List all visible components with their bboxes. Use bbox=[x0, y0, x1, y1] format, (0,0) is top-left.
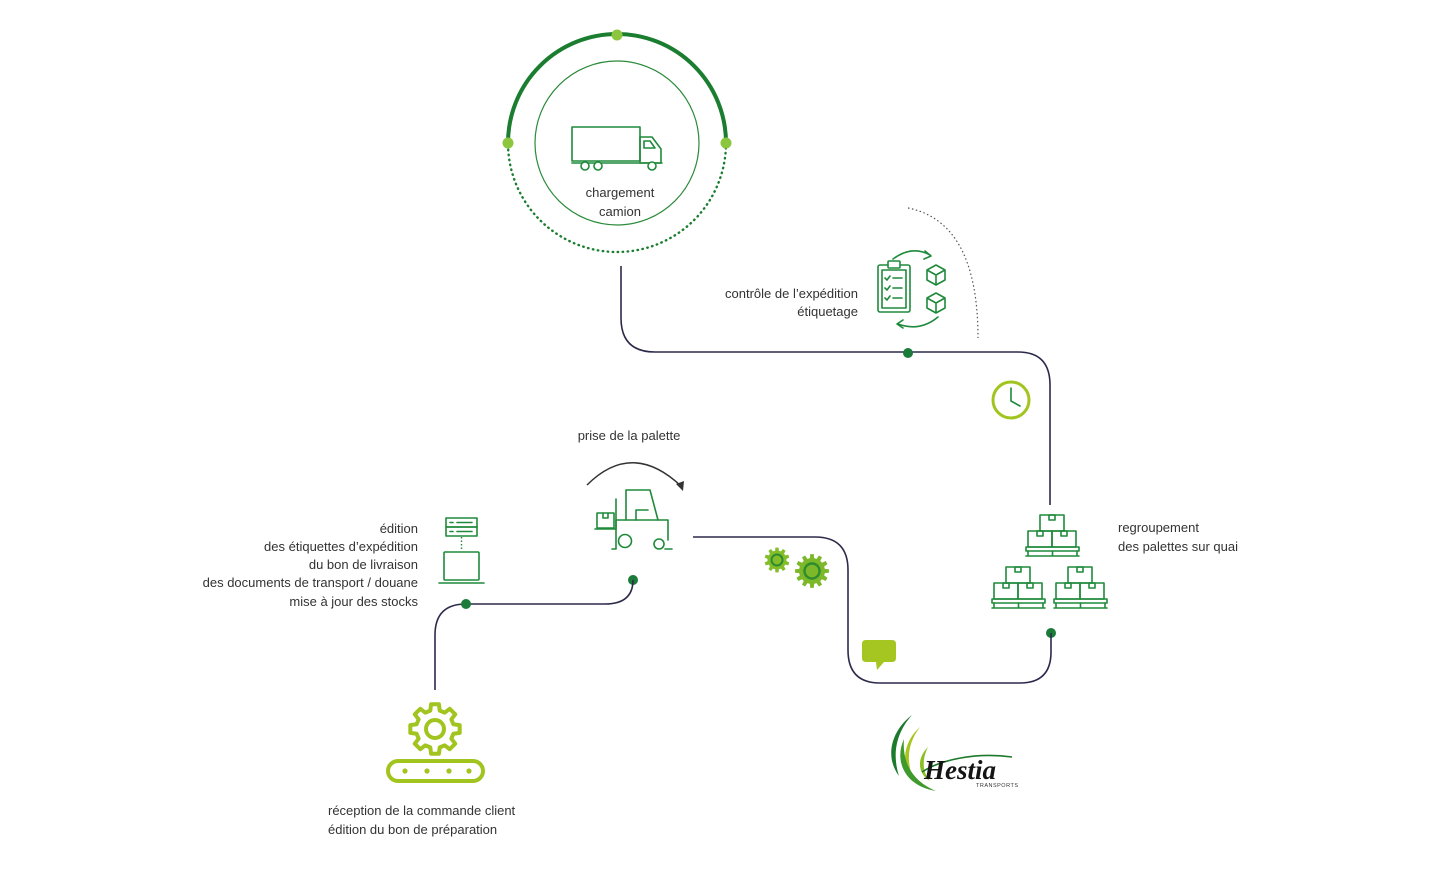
truck-icon bbox=[571, 126, 663, 171]
rotation-arrow-curve bbox=[586, 462, 682, 487]
cube-top bbox=[926, 264, 946, 286]
laptop-icon bbox=[438, 551, 485, 584]
truck-wheel bbox=[580, 161, 590, 171]
arrow-bottom-curve bbox=[897, 316, 939, 328]
process-path-upper bbox=[620, 266, 1051, 505]
checklist-icon bbox=[877, 260, 911, 313]
truck-wheel bbox=[593, 161, 603, 171]
forklift-seat bbox=[635, 509, 649, 521]
server-leds bbox=[449, 521, 473, 533]
shipping-control-label-line1: contrôle de l’expédition bbox=[725, 286, 858, 301]
ring-dot-top bbox=[611, 29, 623, 41]
pallet-pickup-step: prise de la palette bbox=[578, 428, 684, 550]
conveyor-roller bbox=[402, 768, 408, 774]
editing-label-line5: mise à jour des stocks bbox=[289, 594, 418, 609]
shipping-control-label-line2: étiquetage bbox=[797, 304, 858, 319]
editing-label-line2: des étiquettes d’expédition bbox=[264, 539, 418, 554]
order-reception-label-line1: réception de la commande client bbox=[328, 803, 516, 818]
process-path-middle bbox=[693, 536, 1052, 684]
arrow-bottom-head bbox=[896, 319, 904, 329]
truck-cab bbox=[639, 136, 662, 164]
editing-step: édition des étiquettes d’expédition du b… bbox=[203, 517, 485, 609]
truck-loading-label-line2: camion bbox=[599, 204, 641, 219]
conveyor-gear bbox=[408, 702, 462, 756]
order-reception-step: réception de la commande client édition … bbox=[328, 702, 516, 837]
editing-label-line1: édition bbox=[380, 521, 418, 536]
laptop-screen bbox=[443, 551, 480, 581]
conveyor-gear-icon bbox=[386, 702, 485, 783]
forklift-body bbox=[611, 519, 669, 550]
conveyor-gear-hub bbox=[424, 718, 446, 740]
shipping-control-step: contrôle de l’expédition étiquetage bbox=[725, 250, 946, 329]
speech-bubble-icon bbox=[862, 640, 896, 670]
logo-underline-swoosh bbox=[921, 754, 1013, 773]
truck-loading-label-line1: chargement bbox=[586, 185, 655, 200]
truck-window bbox=[643, 140, 656, 149]
hestia-logo: Hestia TRANSPORTS bbox=[891, 715, 1018, 791]
gear-icon bbox=[764, 547, 829, 588]
pallet-stack-icon bbox=[1026, 515, 1079, 556]
arrow-top-head bbox=[923, 250, 932, 260]
box-icon bbox=[926, 264, 946, 314]
large-gear-hub bbox=[803, 562, 821, 580]
node-dot-shipping-control bbox=[903, 348, 913, 358]
editing-label-line3: du bon de livraison bbox=[309, 557, 418, 572]
conveyor-roller bbox=[466, 768, 472, 774]
logo-swoosh-dark bbox=[891, 715, 912, 776]
clipboard-clip bbox=[887, 260, 901, 269]
truck-cargo-box bbox=[571, 126, 641, 162]
editing-label-line4: des documents de transport / douane bbox=[203, 575, 418, 590]
order-reception-label-line2: édition du bon de préparation bbox=[328, 822, 497, 837]
clipboard-inner bbox=[881, 269, 907, 309]
clock-hands bbox=[1010, 387, 1021, 407]
pallet-pickup-label: prise de la palette bbox=[578, 428, 681, 443]
pallet-stack-icon bbox=[1054, 567, 1107, 608]
forklift-icon bbox=[594, 489, 673, 550]
forklift-load-box bbox=[596, 512, 615, 529]
inner-ring bbox=[534, 60, 700, 226]
logo-wordmark: Hestia bbox=[923, 755, 996, 785]
small-gear-hub bbox=[770, 553, 784, 567]
dotted-return-arc bbox=[907, 207, 979, 339]
cube-bottom bbox=[926, 292, 946, 314]
forklift-wheel-rear bbox=[617, 533, 633, 549]
refresh-arrows-icon bbox=[892, 250, 939, 329]
truck-loading-step: chargement camion bbox=[502, 29, 732, 254]
pallet-stack-icon bbox=[992, 567, 1045, 608]
checklist-rows bbox=[884, 275, 903, 301]
pallet-grouping-label-line2: des palettes sur quai bbox=[1118, 539, 1238, 554]
outer-ring-dotted-arc bbox=[506, 141, 728, 254]
small-gear bbox=[764, 547, 790, 573]
ring-dot-left bbox=[502, 137, 514, 149]
clock-face bbox=[991, 380, 1031, 420]
logo-swoosh-green bbox=[900, 739, 936, 791]
server-unit-bottom bbox=[445, 526, 478, 537]
server-icon bbox=[445, 517, 478, 537]
clock-icon bbox=[991, 380, 1031, 420]
arrow-top-curve bbox=[892, 250, 931, 260]
forklift-fork-mast bbox=[594, 498, 617, 530]
conveyor-roller bbox=[424, 768, 430, 774]
forklift-wheel-front bbox=[653, 538, 665, 550]
node-dot-editing bbox=[461, 599, 471, 609]
truck-wheel bbox=[647, 161, 657, 171]
pallet-grouping-label-line1: regroupement bbox=[1118, 520, 1199, 535]
forklift-cab bbox=[625, 489, 659, 521]
large-gear bbox=[795, 554, 829, 588]
pallet-grouping-step: regroupement des palettes sur quai bbox=[992, 515, 1238, 608]
logo-subtitle: TRANSPORTS bbox=[976, 783, 1019, 789]
conveyor-roller bbox=[446, 768, 452, 774]
conveyor-belt bbox=[386, 759, 485, 783]
rotation-arrow-head bbox=[676, 481, 684, 491]
process-path-lower bbox=[434, 579, 634, 690]
ring-dot-right bbox=[720, 137, 732, 149]
forklift-box-tape bbox=[602, 512, 609, 519]
